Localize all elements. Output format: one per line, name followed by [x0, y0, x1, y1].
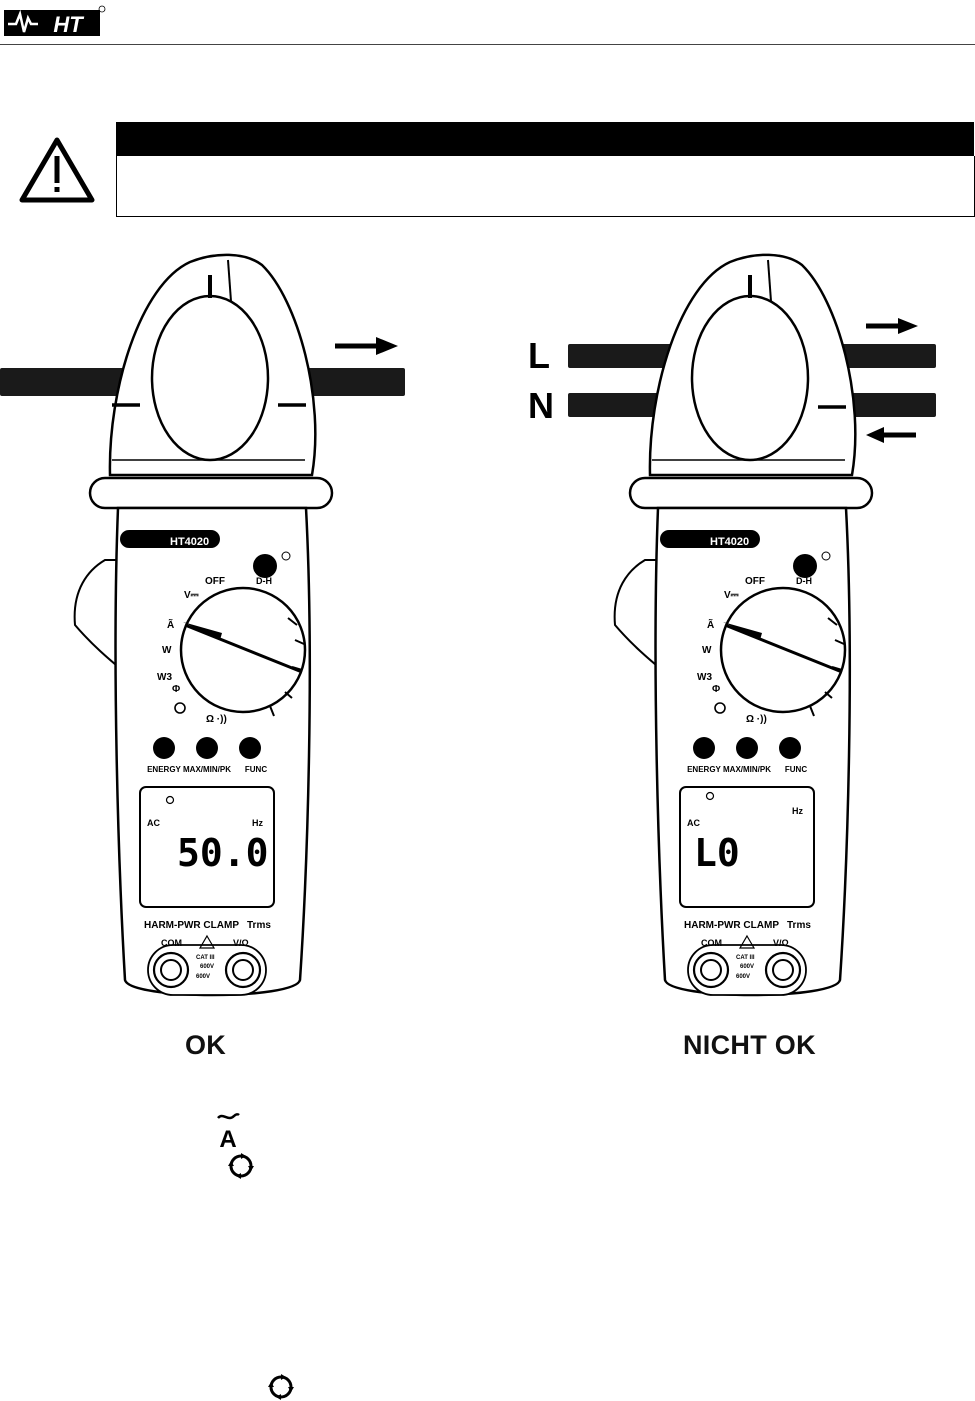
lcd-reading: 50.0 [177, 831, 269, 875]
lcd-hz-indicator: Hz [792, 806, 803, 816]
dial-a-label: Ã [707, 618, 714, 631]
ground-rating-label: 600V [196, 974, 210, 980]
vo-jack-label: V/Ω [773, 938, 789, 948]
cat-rating-label: CAT III [196, 955, 215, 961]
dial-off-label: OFF [205, 576, 225, 587]
light-button-label: D-H [256, 576, 272, 586]
current-direction-arrow-l [866, 318, 918, 334]
dial-phi-label: Φ [172, 684, 180, 695]
lcd-ac-indicator: AC [147, 818, 160, 828]
a-tilde-symbol-icon: A [217, 1113, 240, 1150]
current-direction-arrow-n [866, 427, 916, 443]
conductor-l-label: L [528, 335, 550, 376]
warning-triangle-icon [738, 934, 756, 949]
meter-not-ok: L N HT4020 D-H OFF V⎓ Ã W W3 Φ Ω ·)) ENE… [528, 253, 936, 997]
brand-label: HARM-PWR CLAMP [684, 920, 779, 931]
warning-triangle-icon [198, 934, 216, 949]
maxminpk-button-label: MAX/MIN/PK [723, 765, 771, 774]
logo-text: HT [53, 12, 84, 37]
lcd-ac-indicator: AC [687, 818, 700, 828]
trms-label: Trms [787, 920, 811, 931]
current-direction-arrow [335, 337, 398, 355]
trms-label: Trms [247, 920, 271, 931]
warning-triangle-icon [19, 137, 95, 203]
brand-label: HARM-PWR CLAMP [144, 920, 239, 931]
model-badge: HT4020 [710, 536, 749, 548]
conductor-n-label: N [528, 385, 554, 426]
com-jack-label: COM [701, 938, 722, 948]
ht-logo: HT [4, 5, 106, 37]
lcd-hold-icon [705, 791, 715, 801]
warning-text-box [116, 156, 975, 217]
caption-not-ok: NICHT OK [683, 1030, 816, 1060]
cycle-icon [714, 702, 726, 714]
dial-w3-label: W3 [157, 672, 172, 683]
com-jack-label: COM [161, 938, 182, 948]
clamp-meter-figure: HT4020 D-H OFF V⎓ Ã W W3 Φ Ω ·)) ENERGY … [0, 253, 936, 997]
voltage-rating-label: 600V [740, 964, 754, 970]
caption-ok: OK [185, 1030, 227, 1060]
header-divider [0, 44, 975, 45]
dial-ohm-label: Ω ·)) [206, 714, 227, 725]
dial-w-label: W [702, 645, 712, 656]
ground-rating-label: 600V [736, 974, 750, 980]
cycle-icon [228, 1153, 254, 1179]
cycle-icon [174, 702, 186, 714]
lcd-hold-icon [165, 795, 175, 805]
vo-jack-label: V/Ω [233, 938, 249, 948]
dial-v-label: V⎓ [184, 590, 199, 601]
a-tilde-letter: A [219, 1126, 236, 1150]
dial-ohm-label: Ω ·)) [746, 714, 767, 725]
model-badge: HT4020 [170, 536, 209, 548]
dial-w-label: W [162, 645, 172, 656]
lcd-reading: L0 [694, 831, 740, 875]
lcd-hz-indicator: Hz [252, 818, 263, 828]
cycle-icon [268, 1374, 294, 1400]
dial-v-label: V⎓ [724, 590, 739, 601]
dial-w3-label: W3 [697, 672, 712, 683]
bulb-icon [281, 551, 291, 561]
func-button-label: FUNC [245, 765, 267, 774]
func-button-label: FUNC [785, 765, 807, 774]
cat-rating-label: CAT III [736, 955, 755, 961]
maxminpk-button-label: MAX/MIN/PK [183, 765, 231, 774]
dial-a-label: Ã [167, 618, 174, 631]
light-button-label: D-H [796, 576, 812, 586]
dial-phi-label: Φ [712, 684, 720, 695]
meter-ok: HT4020 D-H OFF V⎓ Ã W W3 Φ Ω ·)) ENERGY … [0, 253, 405, 997]
dial-off-label: OFF [745, 576, 765, 587]
voltage-rating-label: 600V [200, 964, 214, 970]
energy-button-label: ENERGY [147, 765, 181, 774]
energy-button-label: ENERGY [687, 765, 721, 774]
warning-title-bar [116, 122, 974, 156]
bulb-icon [821, 551, 831, 561]
